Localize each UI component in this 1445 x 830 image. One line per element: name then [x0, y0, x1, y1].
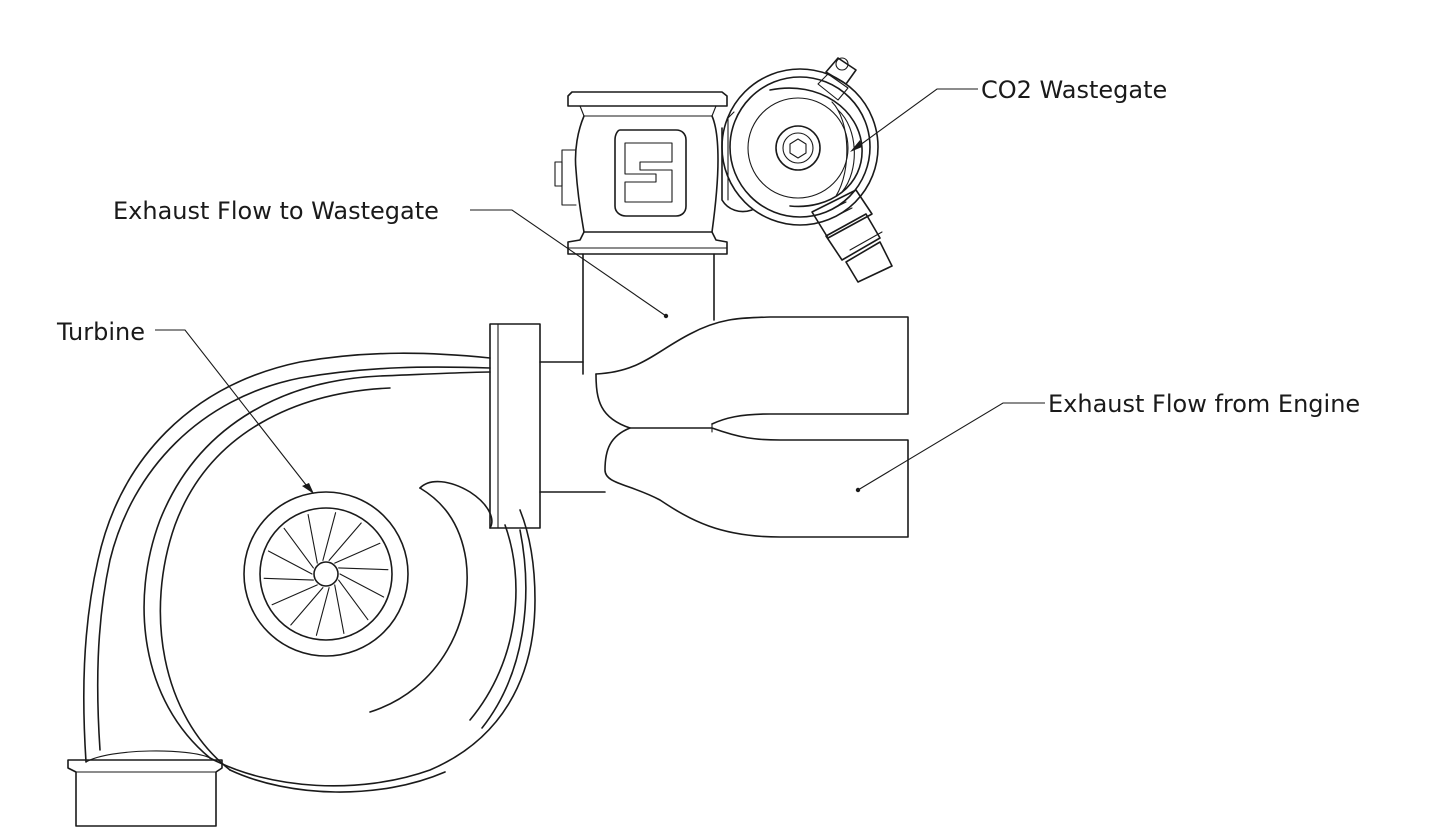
- turbine-blade: [290, 587, 324, 626]
- turbine-blade: [283, 527, 314, 569]
- leader-co2-wastegate: [850, 88, 978, 152]
- turbine-blade: [267, 550, 313, 575]
- turbine-inlet-flange: [489, 323, 541, 529]
- turbine-blade: [338, 579, 369, 621]
- turbine-blade: [271, 584, 318, 606]
- callout-exhaust-flow-from-engine: Exhaust Flow from Engine: [1048, 390, 1360, 418]
- leader-exhaust-flow-from-engine: [855, 402, 1045, 493]
- turbine-blade: [334, 584, 345, 634]
- wastegate-valve-body: [554, 91, 728, 255]
- co2-wastegate-actuator: [721, 57, 893, 283]
- leader-turbine: [155, 329, 314, 494]
- wastegate-riser-pipe: [582, 253, 715, 375]
- exhaust-manifold: [539, 316, 909, 538]
- turbine-blade: [334, 542, 381, 564]
- callout-exhaust-flow-to-wastegate: Exhaust Flow to Wastegate: [113, 197, 439, 225]
- turbine-wheel: [243, 491, 409, 657]
- callout-co2-wastegate: CO2 Wastegate: [981, 76, 1167, 104]
- leader-exhaust-flow-to-wastegate: [470, 209, 669, 319]
- turbine-blade: [307, 514, 318, 564]
- callout-turbine: Turbine: [56, 318, 145, 346]
- turbine-blade: [322, 512, 337, 561]
- turbine-blade: [328, 522, 362, 561]
- turbine-blade: [338, 567, 389, 571]
- turbine-blade: [339, 573, 385, 598]
- turbine-housing: [67, 352, 536, 827]
- turbine-blade: [315, 587, 330, 636]
- turbine-blade: [263, 577, 314, 581]
